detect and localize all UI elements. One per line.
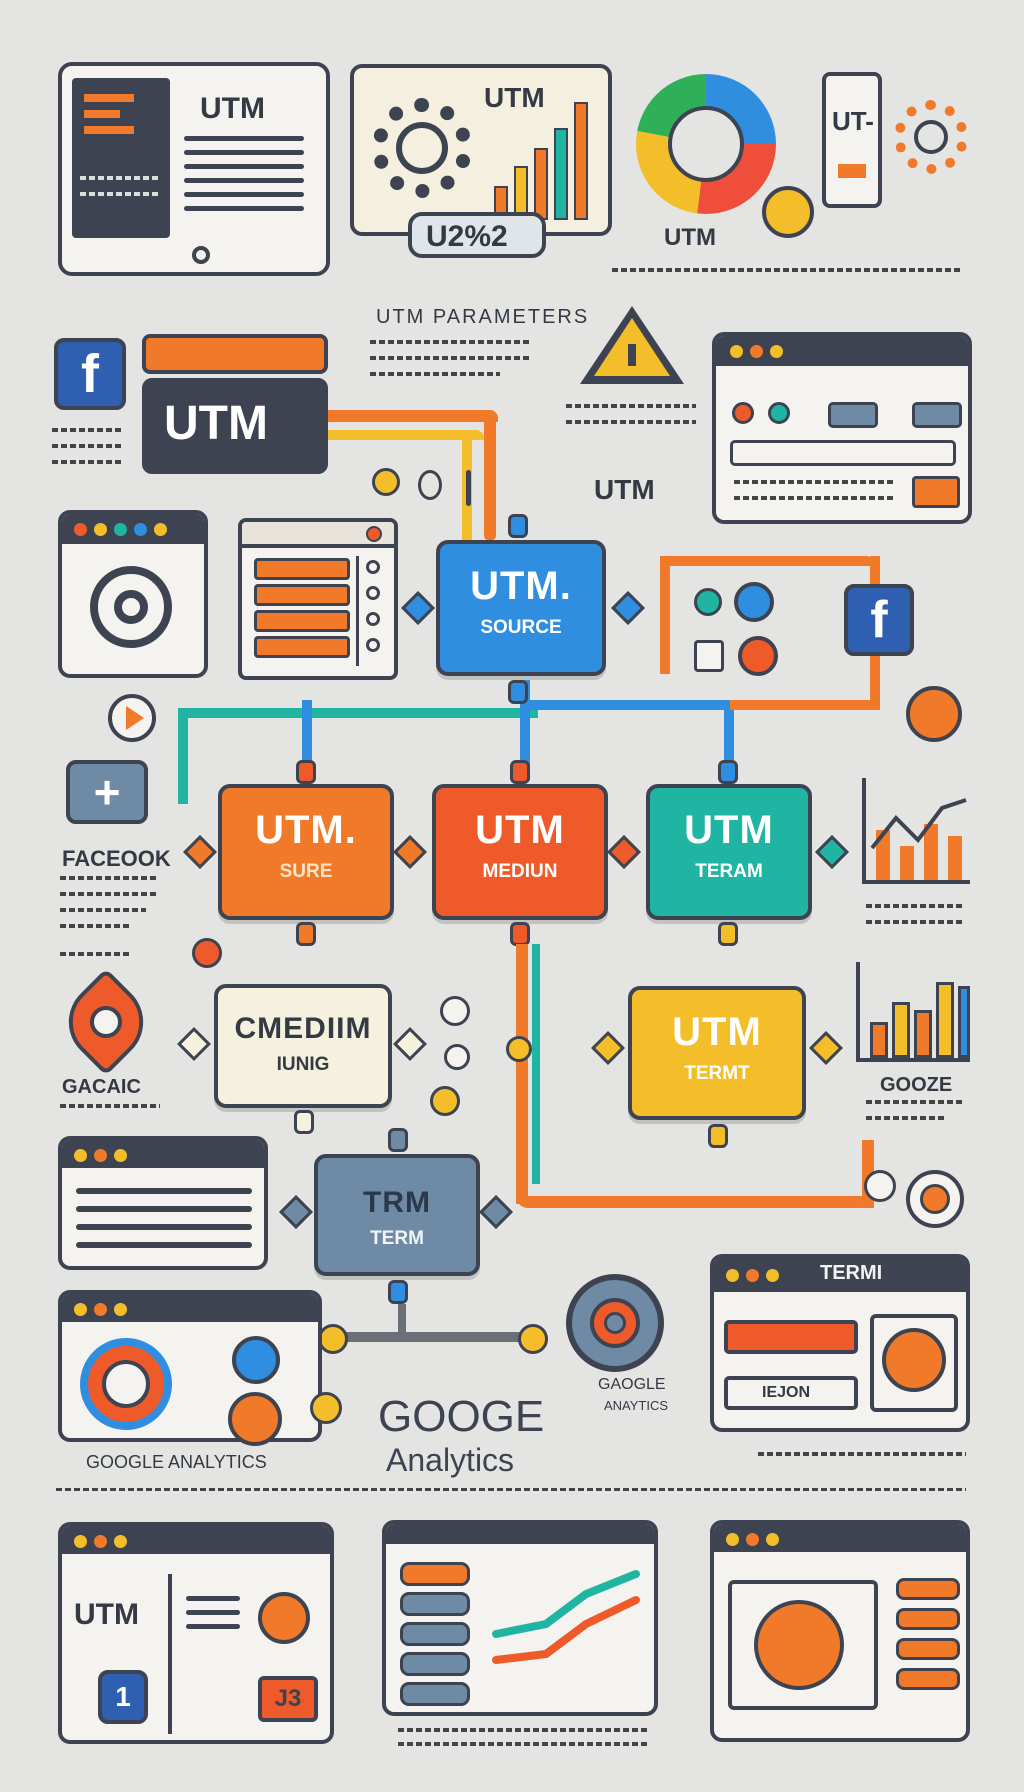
coin-large-icon (754, 1600, 844, 1690)
chart-utm-label: UTM (484, 82, 545, 113)
google-analytics-logo-line1: GOOGE (378, 1392, 545, 1441)
facebook-icon[interactable]: f (54, 338, 126, 410)
coin-icon (762, 186, 814, 238)
tablet-document-panel: UTM (58, 62, 330, 276)
at-search-icon (90, 566, 172, 648)
plus-icon[interactable]: + (66, 760, 148, 824)
side-utm-label: UTM (594, 474, 655, 505)
utm-parameters-heading: UTM PARAMETERS (376, 306, 590, 328)
node-medium-cream[interactable]: CMEDIIM IUNIG (214, 984, 392, 1108)
utm-tag-card: UT- (822, 72, 882, 208)
node-utm-source-left[interactable]: UTM. SURE (218, 784, 394, 920)
analytics-small-logo: ANAYTICS (604, 1398, 669, 1413)
browser-window-top-right (712, 332, 972, 524)
facebook-icon-right[interactable]: f (844, 584, 914, 656)
node-utm-term-teal[interactable]: UTM TERAM (646, 784, 812, 920)
gear-orange-icon (894, 100, 968, 174)
utm-header-panel (142, 334, 328, 374)
doc-utm-label: UTM (200, 92, 265, 125)
google-analytics-bottom-left: GOOGLE ANALYTICS (86, 1452, 267, 1472)
google-small-logo: GAOGLE (598, 1376, 666, 1393)
term-window-input-row[interactable]: IEJON (724, 1376, 858, 1410)
term-window-right: TERMI IEJON (710, 1254, 970, 1432)
google-right-label: GOOZE (880, 1074, 953, 1096)
term-window-orange-row[interactable] (724, 1320, 858, 1354)
google-left-label: GACAIC (62, 1076, 141, 1098)
analytics-window-left (58, 1290, 322, 1442)
bottom-window-coins (710, 1520, 970, 1742)
utm-header-chip[interactable]: UTM (142, 378, 328, 474)
node-utm-term-yellow[interactable]: UTM TERMT (628, 986, 806, 1120)
line-chart-mini (862, 778, 970, 884)
donut-utm-label: UTM (664, 224, 716, 251)
facebook-label: FACEOOK (62, 846, 171, 871)
table-window-left (58, 1136, 268, 1270)
bar-chart-mini (856, 962, 970, 1062)
list-window (238, 518, 398, 680)
search-window (58, 510, 208, 678)
bottom-window-chart (382, 1520, 658, 1716)
home-button-icon (192, 246, 210, 264)
node-term-grey[interactable]: TRM TERM (314, 1154, 480, 1276)
node-utm-medium[interactable]: UTM MEDIUN (432, 784, 608, 920)
location-badge-icon (906, 686, 962, 742)
bottom-window-utm: UTM 1 J3 (58, 1522, 334, 1744)
utm-badge: U2%2 (408, 212, 546, 258)
google-analytics-logo-line2: Analytics (386, 1442, 515, 1478)
gear-chart-panel: UTM (350, 64, 612, 236)
node-utm-source-main[interactable]: UTM. SOURCE (436, 540, 606, 676)
